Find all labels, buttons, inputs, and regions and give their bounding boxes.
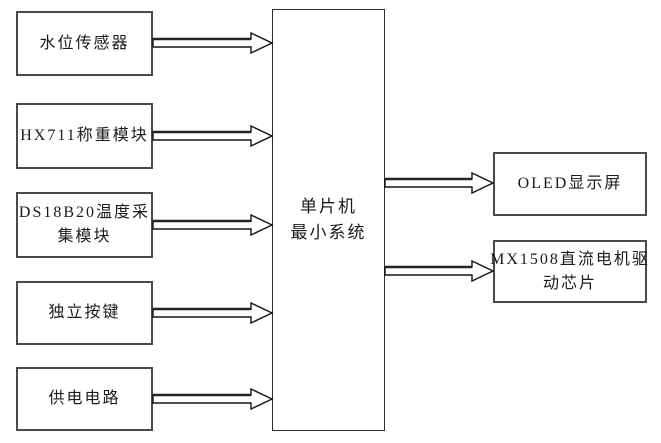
arrow-ds18b20-to-mcu (152, 213, 274, 237)
node-power-supply-circuit: 供电电路 (16, 367, 153, 431)
node-oled-display: OLED显示屏 (493, 152, 647, 216)
node-label: 水位传感器 (39, 34, 130, 52)
node-label: MX1508直流电机驱 (490, 250, 650, 268)
arrow-hx711-to-mcu (152, 124, 274, 148)
node-label: 动芯片 (542, 274, 597, 292)
node-hx711-weighing-module: HX711称重模块 (16, 103, 153, 169)
node-independent-keys: 独立按键 (16, 281, 153, 345)
node-label: DS18B20温度采 (18, 204, 151, 221)
node-label: 集模块 (57, 228, 112, 245)
node-label: HX711称重模块 (20, 127, 149, 144)
node-mcu-minimum-system: 单片机 最小系统 (272, 9, 385, 431)
node-label: 最小系统 (290, 223, 367, 242)
node-label: 供电电路 (48, 390, 121, 407)
arrow-mcu-to-oled (384, 171, 495, 195)
node-water-level-sensor: 水位传感器 (16, 11, 153, 76)
node-label: 独立按键 (48, 304, 121, 321)
arrow-mcu-to-mx1508 (384, 259, 495, 283)
node-mx1508-motor-driver: MX1508直流电机驱 动芯片 (490, 240, 650, 303)
arrow-keys-to-mcu (152, 301, 274, 325)
node-label: OLED显示屏 (517, 175, 623, 192)
node-ds18b20-temperature-module: DS18B20温度采 集模块 (16, 192, 153, 258)
arrow-power-to-mcu (152, 387, 274, 411)
arrow-water-sensor-to-mcu (152, 31, 274, 55)
node-label: 单片机 (300, 197, 357, 216)
